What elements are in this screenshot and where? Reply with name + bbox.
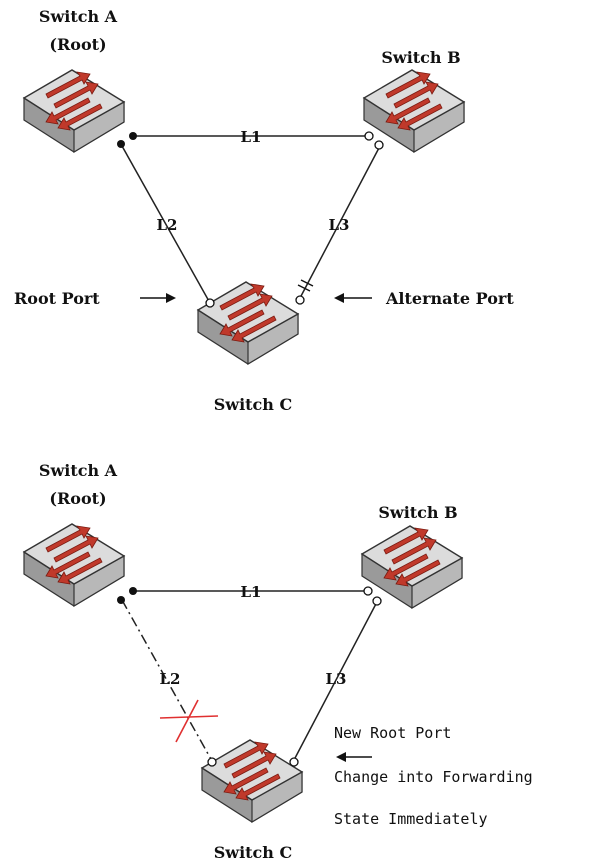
new-root-port-arrow (336, 752, 372, 762)
top-switch-c-alternate-port (295, 295, 305, 305)
top-switch-a-icon (23, 69, 125, 153)
top-switch-c-icon (197, 281, 299, 365)
top-switch-b-icon (363, 69, 465, 153)
alternate-port-arrow (334, 293, 372, 303)
top-link-l3-label: L3 (329, 216, 350, 234)
root-port-label: Root Port (14, 289, 100, 308)
top-switch-a-port-l1 (129, 132, 137, 140)
bottom-switch-c-new-root-port (289, 757, 299, 767)
bottom-switch-a-role: (Root) (49, 489, 106, 508)
bottom-link-l3 (293, 599, 379, 761)
top-topology: Switch A (Root) Switch B Switch C L1 L2 … (14, 7, 514, 414)
bottom-switch-c-name: Switch C (214, 843, 292, 862)
top-switch-a-port-l2 (117, 140, 125, 148)
bottom-switch-b-port-l3 (372, 596, 382, 606)
bottom-link-l1-label: L1 (241, 583, 262, 601)
bottom-switch-a-port-l1 (129, 587, 137, 595)
top-switch-a-role: (Root) (49, 35, 106, 54)
link-failure-mark (159, 699, 219, 743)
bottom-switch-a-port-l2 (117, 596, 125, 604)
top-link-l2 (121, 145, 211, 304)
top-switch-c-name: Switch C (214, 395, 292, 414)
top-switch-b-name: Switch B (381, 48, 460, 67)
top-switch-c-root-port (205, 298, 215, 308)
top-switch-b-port-l3 (374, 140, 384, 150)
top-link-l2-label: L2 (157, 216, 178, 234)
bottom-switch-c-port-l2 (207, 757, 217, 767)
root-port-arrow (140, 293, 176, 303)
alternate-port-label: Alternate Port (385, 289, 514, 308)
bottom-switch-b-port-l1 (363, 586, 373, 596)
top-link-l1-label: L1 (241, 128, 262, 146)
bottom-switch-b-icon (361, 525, 463, 609)
top-switch-a-name: Switch A (39, 7, 118, 26)
bottom-switch-a-icon (23, 523, 125, 607)
bottom-link-l3-label: L3 (326, 670, 347, 688)
bottom-topology: Switch A (Root) Switch B Switch C L1 L2 … (23, 461, 533, 862)
bottom-link-l2-label: L2 (160, 670, 181, 688)
note-new-root-port: New Root Port (334, 724, 451, 742)
note-state-immediately: State Immediately (334, 810, 488, 828)
top-switch-b-port-l1 (364, 131, 374, 141)
bottom-switch-c-icon (201, 739, 303, 823)
bottom-switch-b-name: Switch B (378, 503, 457, 522)
bottom-switch-a-name: Switch A (39, 461, 118, 480)
blocked-port-marker (297, 279, 314, 292)
top-link-l3 (299, 145, 381, 299)
note-change-forwarding: Change into Forwarding (334, 768, 533, 786)
